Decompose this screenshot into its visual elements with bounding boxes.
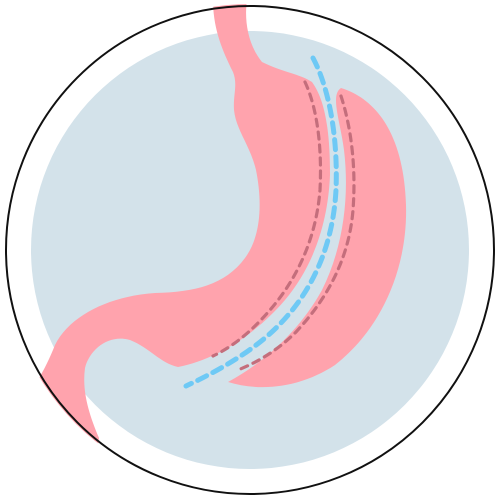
- staple-line-sleeve: [211, 80, 323, 358]
- outer-ring: [5, 5, 495, 495]
- staple-line-removed: [236, 94, 356, 372]
- stomach-sleeve: [4, 4, 330, 460]
- removed-stomach-portion: [228, 88, 407, 388]
- cut-line: [183, 55, 339, 389]
